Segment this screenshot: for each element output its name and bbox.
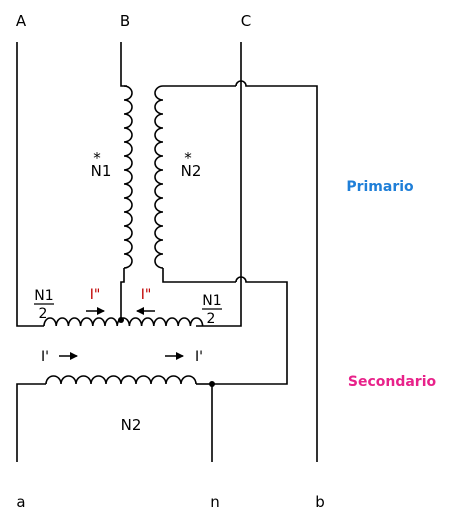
left-coil-mark: * — [93, 149, 101, 167]
right-coil-turns: N2 — [181, 162, 202, 180]
terminal-label-B: B — [120, 12, 130, 30]
right-fraction-den: 2 — [207, 311, 216, 327]
current-label-right-secondary: I' — [195, 349, 203, 365]
current-label-left-secondary: I' — [41, 349, 49, 365]
wire-C — [196, 42, 242, 327]
secondary-turns: N2 — [121, 416, 142, 434]
left-fraction-num: N1 — [34, 288, 53, 304]
wire-left-coil-to-tap — [120, 268, 125, 320]
terminal-label-A: A — [16, 12, 27, 30]
wire-crossover-bottom — [212, 276, 288, 385]
right-coil-mark: * — [184, 149, 192, 167]
center-tap-node — [118, 317, 124, 323]
left-fraction-den: 2 — [39, 306, 48, 322]
terminal-label-a: a — [16, 493, 25, 511]
right-fraction-num: N1 — [202, 293, 221, 309]
terminal-label-n: n — [210, 493, 220, 511]
wire-right-coil-bottom — [162, 268, 236, 283]
primary-section-label: Primario — [346, 179, 414, 195]
secondary-section-label: Secondario — [348, 374, 437, 390]
wire-crossover-top — [235, 80, 318, 462]
terminal-label-b: b — [315, 493, 325, 511]
neutral-node — [209, 381, 215, 387]
current-label-left-middle: I" — [90, 287, 101, 303]
secondary-winding — [45, 375, 197, 385]
wire-A — [16, 42, 44, 327]
wire-B — [120, 42, 127, 87]
terminal-label-C: C — [241, 12, 251, 30]
left-coil-turns: N1 — [91, 162, 112, 180]
primary-coil-left — [123, 85, 133, 269]
wire-secondary-left — [16, 383, 46, 462]
primary-coil-right — [154, 85, 164, 269]
current-label-right-middle: I" — [141, 287, 152, 303]
